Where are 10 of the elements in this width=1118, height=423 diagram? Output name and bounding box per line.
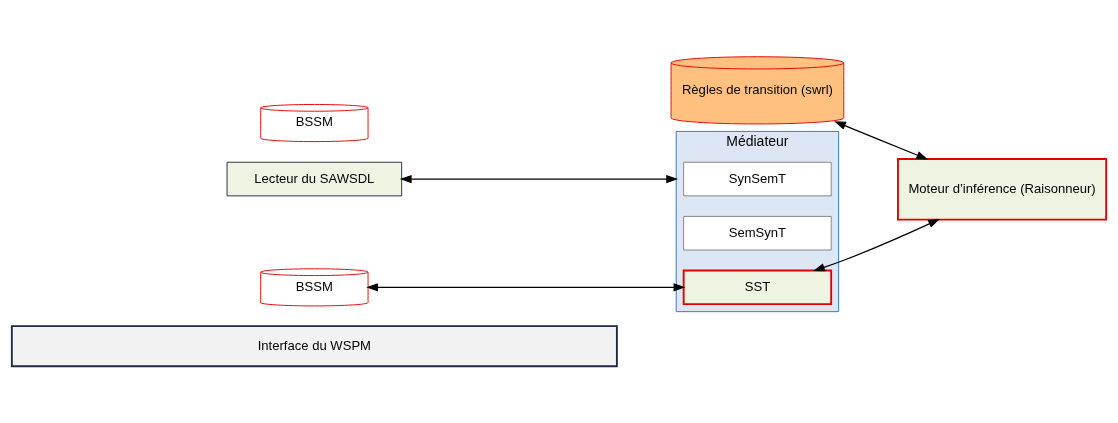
node-box: SST [682, 269, 833, 306]
arrow [813, 218, 940, 272]
arrow [834, 121, 929, 160]
node-box: Moteur d’inférence (Raisonneur) [897, 158, 1108, 221]
node-box: SemSynT [683, 215, 832, 251]
node-box: Interface du WSPM [10, 325, 618, 368]
node-box: Lecteur du SAWSDL [226, 161, 403, 197]
arrow [366, 283, 686, 292]
arrow [399, 174, 678, 184]
node-box: SynSemT [683, 161, 832, 197]
